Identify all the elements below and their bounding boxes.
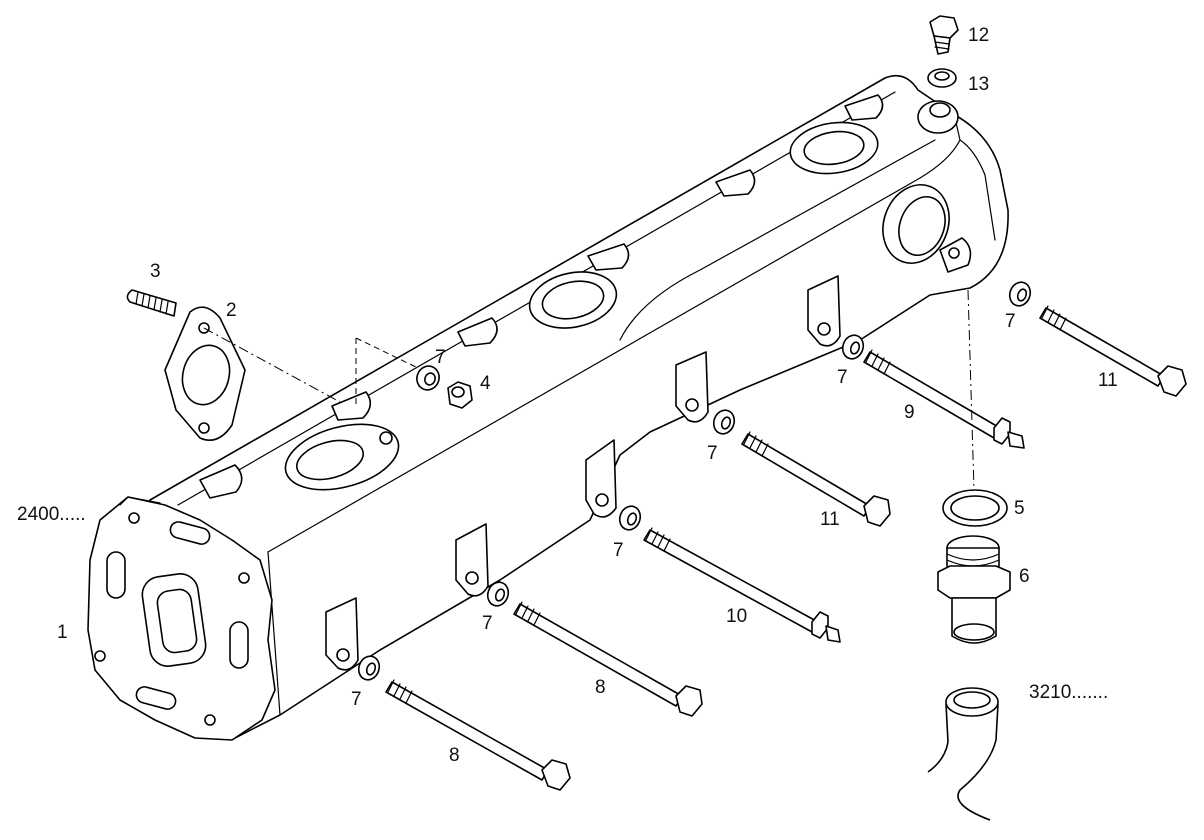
callout-8-b: 8 bbox=[595, 677, 606, 698]
bolt-part-9 bbox=[863, 349, 1025, 449]
callout-1: 1 bbox=[57, 622, 68, 643]
hose-ref-3210 bbox=[927, 687, 999, 821]
bolt-part-11a bbox=[741, 431, 891, 527]
reference-2400: 2400..... bbox=[17, 504, 86, 525]
callout-11-b: 11 bbox=[1098, 370, 1118, 391]
washer-7f bbox=[841, 334, 865, 360]
washer-7d bbox=[618, 505, 642, 531]
callout-10: 10 bbox=[726, 606, 747, 627]
callout-11-a: 11 bbox=[820, 509, 840, 530]
washer-7e bbox=[712, 409, 736, 435]
bolt-part-10 bbox=[643, 527, 841, 643]
callout-12: 12 bbox=[968, 25, 989, 46]
plug-part-12 bbox=[929, 15, 959, 55]
end-flange bbox=[87, 496, 276, 741]
callout-7-f: 7 bbox=[837, 367, 848, 388]
washer-7c bbox=[486, 581, 510, 607]
mounting-tabs bbox=[325, 237, 972, 671]
reference-3210: 3210....... bbox=[1029, 682, 1108, 703]
washer-7a bbox=[416, 365, 440, 391]
callout-9: 9 bbox=[904, 402, 915, 423]
callout-4: 4 bbox=[480, 373, 491, 394]
callout-6: 6 bbox=[1019, 566, 1030, 587]
stud-part-3 bbox=[126, 289, 177, 317]
callout-7-b: 7 bbox=[351, 689, 362, 710]
callout-7-a: 7 bbox=[435, 347, 446, 368]
gasket-part-2 bbox=[164, 306, 246, 441]
callout-3: 3 bbox=[150, 261, 161, 282]
bolt-part-8a bbox=[385, 679, 571, 791]
fitting-part-6 bbox=[937, 535, 1011, 644]
washer-7g bbox=[1008, 281, 1032, 307]
callout-labels: 1 2 3 4 5 6 7 7 7 7 7 7 7 8 8 9 10 11 11… bbox=[17, 25, 1118, 766]
callout-13: 13 bbox=[968, 74, 989, 95]
manifold-body bbox=[149, 74, 1009, 739]
nut-part-4 bbox=[447, 381, 473, 409]
callout-7-d: 7 bbox=[613, 540, 624, 561]
stud-bosses bbox=[199, 94, 884, 499]
washer-7b bbox=[357, 655, 381, 681]
bolt-part-8b bbox=[513, 601, 703, 717]
callout-2: 2 bbox=[226, 300, 237, 321]
washer-part-13 bbox=[927, 68, 957, 88]
seal-part-5 bbox=[942, 489, 1008, 527]
bolt-part-11b bbox=[1039, 305, 1187, 397]
top-ports bbox=[284, 100, 959, 491]
callout-5: 5 bbox=[1014, 498, 1025, 519]
callout-7-g: 7 bbox=[1005, 311, 1016, 332]
callout-7-c: 7 bbox=[482, 613, 493, 634]
callout-8-a: 8 bbox=[449, 745, 460, 766]
callout-7-e: 7 bbox=[707, 443, 718, 464]
